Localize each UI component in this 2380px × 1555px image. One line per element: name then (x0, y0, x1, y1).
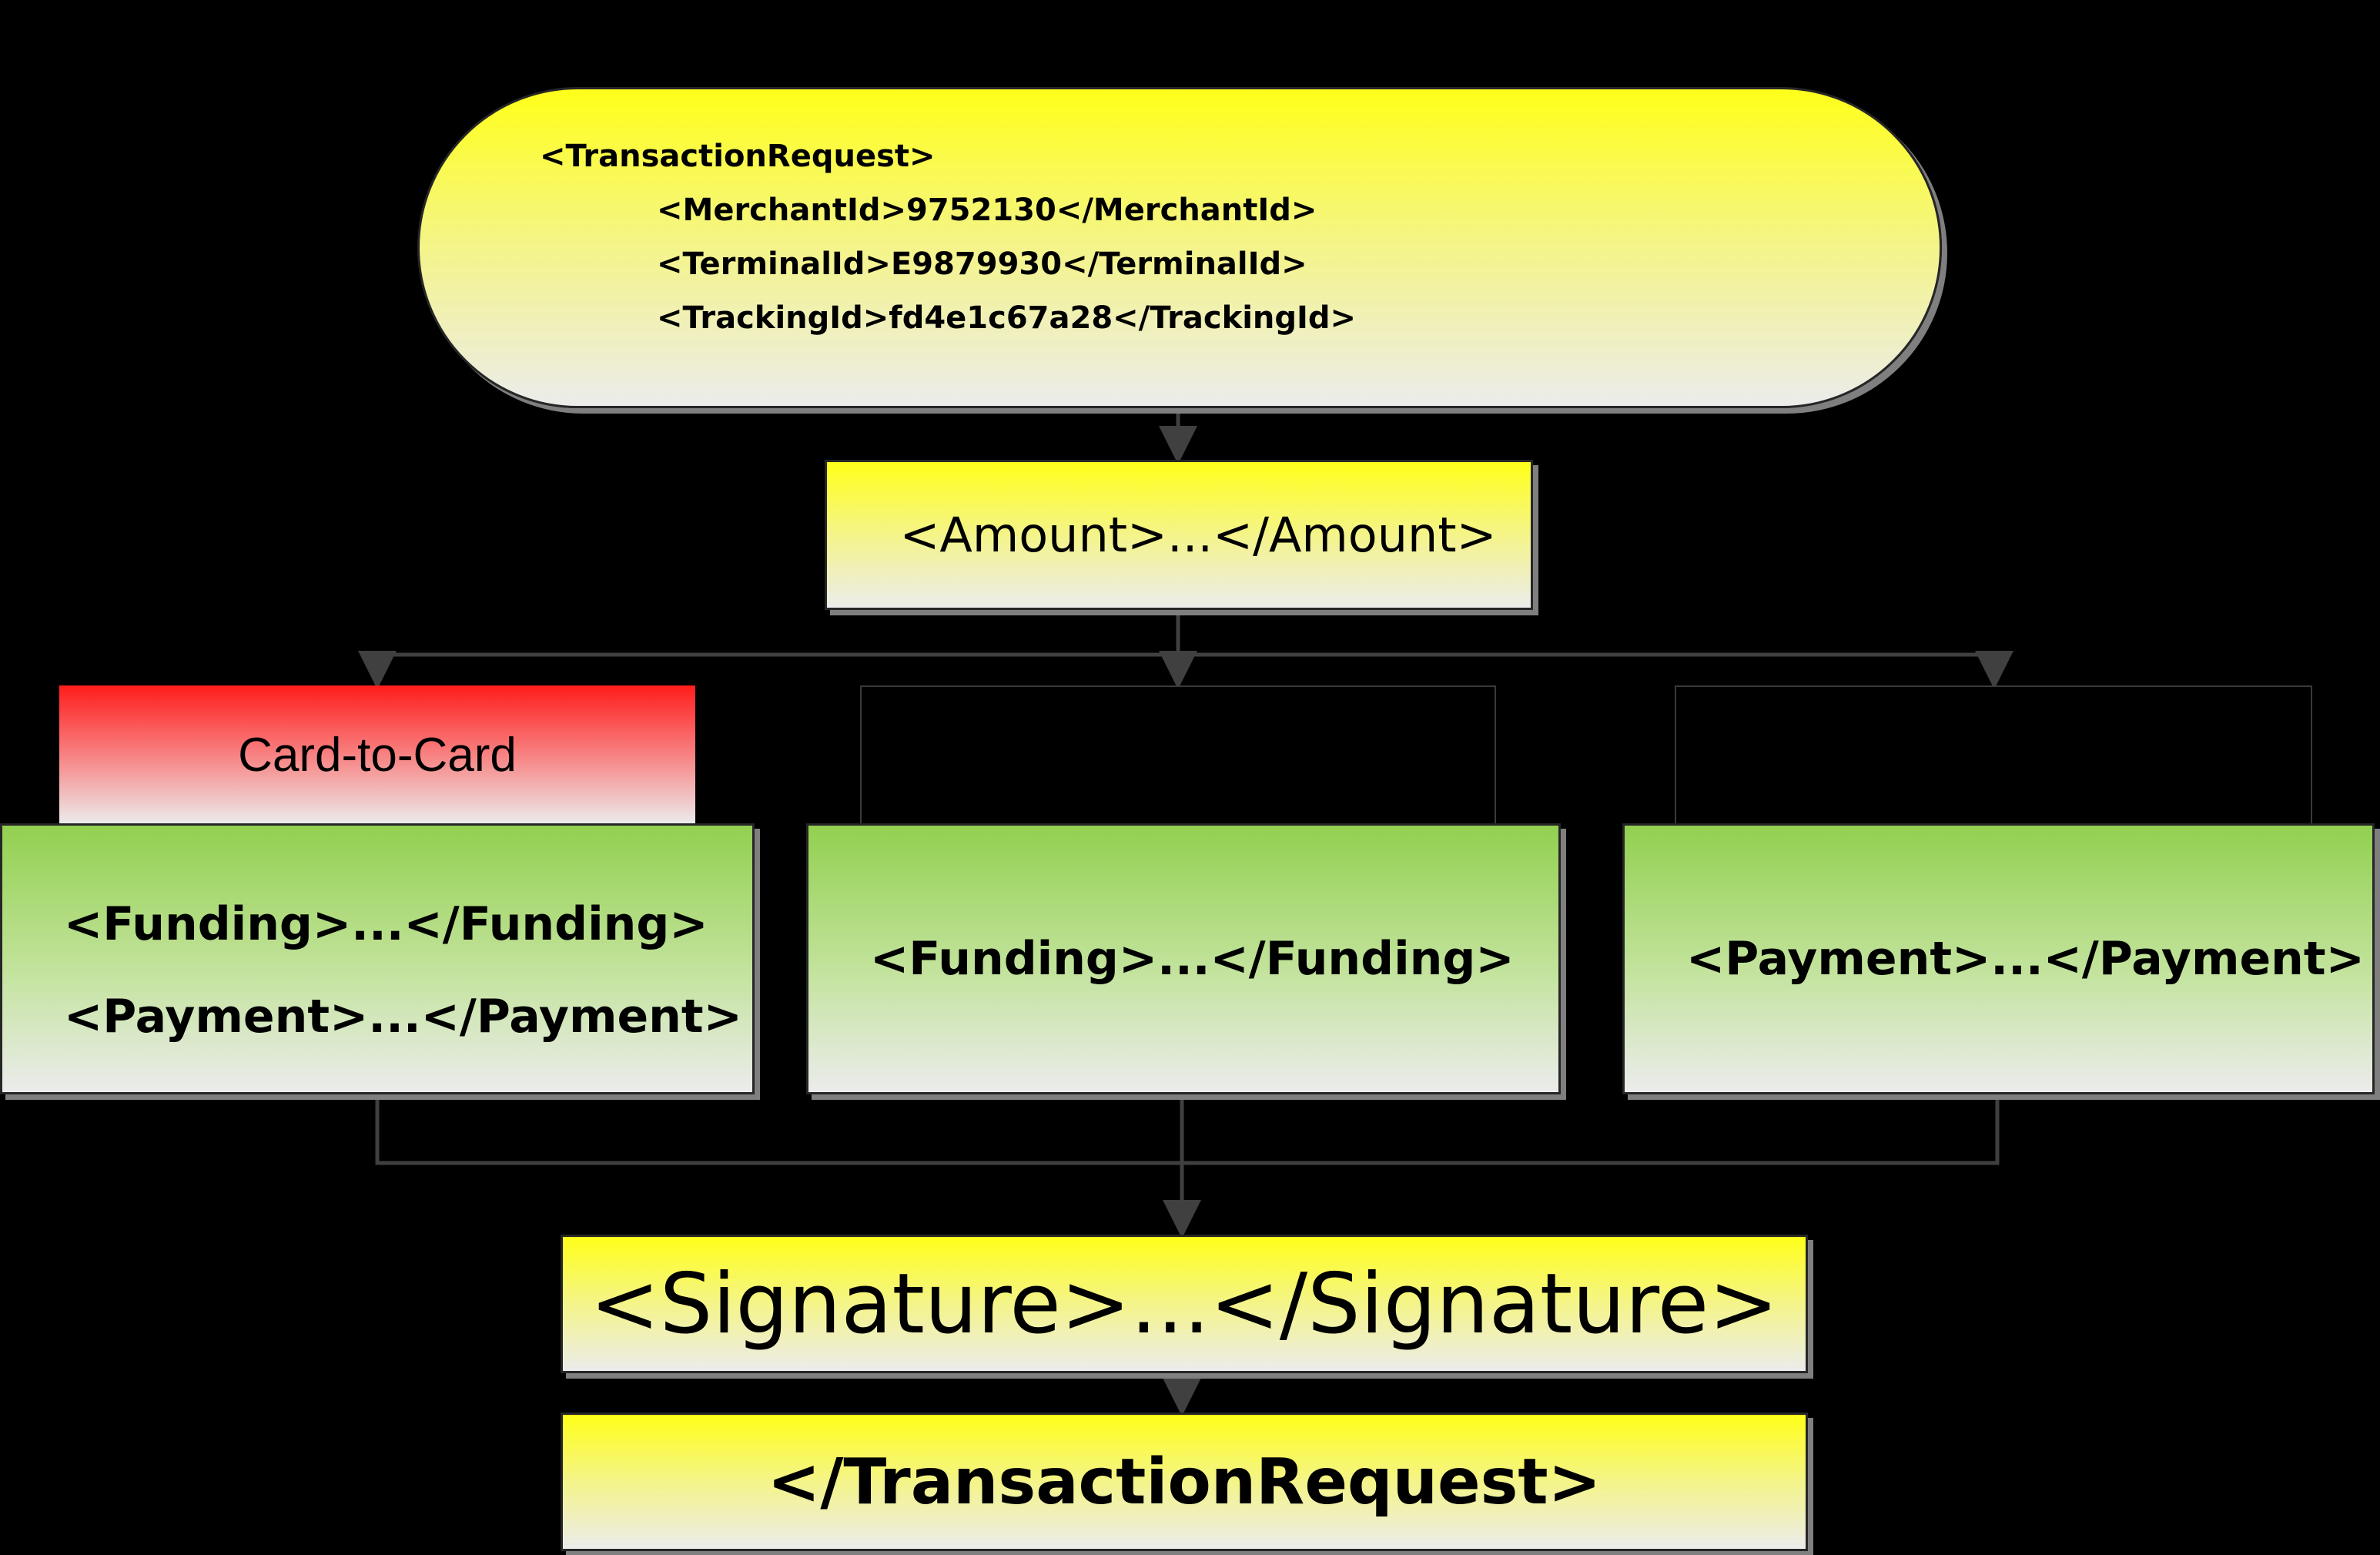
amount-node: <Amount>...</Amount> (825, 460, 1533, 610)
card-to-card-node: <Funding>...</Funding> <Payment>...</Pay… (0, 823, 755, 1094)
card-to-card-payment-line: <Payment>...</Payment> (64, 990, 742, 1044)
signature-node: <Signature>...</Signature> (561, 1235, 1808, 1373)
payment-line: <Payment>...</Payment> (1686, 932, 2365, 986)
terminal-id-field: <TerminalId>E9879930</TerminalId> (657, 246, 1307, 282)
merge-line (375, 1095, 2000, 1165)
transaction-request-node: <TransactionRequest> <MerchantId>9752130… (417, 87, 1942, 408)
transaction-request-xml: <TransactionRequest> <MerchantId>9752130… (540, 129, 1356, 345)
payment-branch-tag (1675, 685, 2312, 824)
transaction-request-open-tag: <TransactionRequest> (540, 139, 936, 174)
card-to-card-tag: Card-to-Card (59, 685, 695, 824)
funding-node: <Funding>...</Funding> (806, 823, 1561, 1094)
payment-node: <Payment>...</Payment> (1622, 823, 2375, 1094)
card-to-card-label: Card-to-Card (238, 728, 517, 782)
tracking-id-field: <TrackingId>fd4e1c67a28</TrackingId> (657, 300, 1357, 336)
merchant-id-field: <MerchantId>9752130</MerchantId> (657, 193, 1317, 228)
amount-label: <Amount>...</Amount> (899, 507, 1497, 563)
signature-label: <Signature>...</Signature> (590, 1255, 1779, 1352)
card-to-card-funding-line: <Funding>...</Funding> (64, 897, 708, 951)
funding-line: <Funding>...</Funding> (870, 932, 1515, 986)
funding-branch-tag (860, 685, 1496, 824)
closing-tag-node: </TransactionRequest> (561, 1413, 1808, 1551)
closing-tag-label: </TransactionRequest> (767, 1445, 1602, 1519)
